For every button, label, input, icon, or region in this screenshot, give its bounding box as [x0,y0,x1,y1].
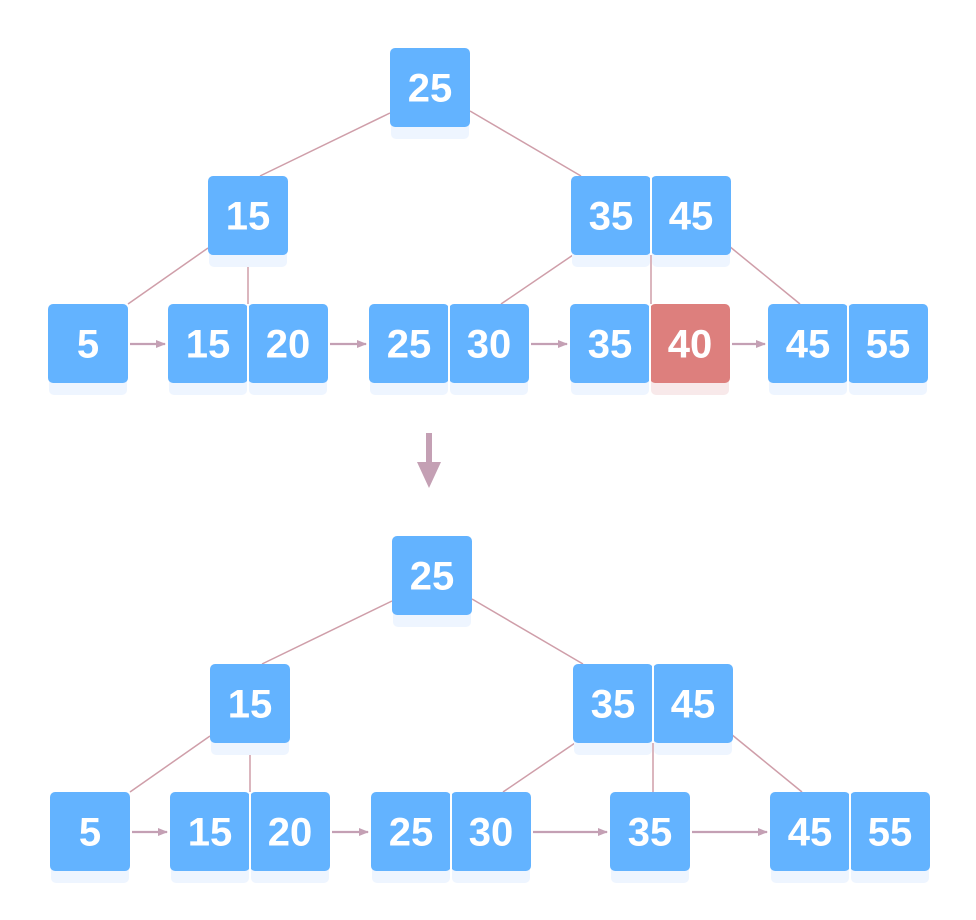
edge-right-leaf3 [500,254,574,305]
diagram-a-root-node: 25 [390,48,470,139]
key-label: 20 [266,323,311,367]
diagram-a-leaf-node-3: 25 30 [369,304,529,395]
key-label: 45 [786,323,831,367]
key-cell [770,792,850,871]
key-label: 25 [387,323,432,367]
key-cell [571,176,651,255]
key-label: 25 [408,67,453,111]
key-label: 5 [77,323,99,367]
key-label: 15 [228,683,273,727]
diagram-a-leaf-node-1: 5 [48,304,128,395]
key-cell [50,792,130,871]
key-cell [369,304,449,383]
key-label: 55 [866,323,911,367]
diagram-a-leaf-node-4: 35 40 [570,304,730,395]
key-cell [48,304,128,383]
key-label: 45 [669,195,714,239]
key-cell-deleted [650,304,730,383]
edge-right-leaf5 [728,245,801,305]
edge-left-leaf1 [129,735,211,793]
key-label: 30 [467,323,512,367]
transition-arrow [417,433,441,488]
key-label: 35 [591,683,636,727]
arrow-down-icon [417,433,441,488]
key-cell [653,664,733,743]
key-label: 15 [226,195,271,239]
diagram-b-internal-left-node: 15 [210,664,290,755]
key-label: 45 [671,683,716,727]
key-cell [248,304,328,383]
edge-right-leaf3 [502,742,576,793]
key-cell [390,48,470,127]
diagram-b-root-node: 25 [392,536,472,627]
key-cell [651,176,731,255]
key-label: 35 [588,323,633,367]
key-label: 20 [268,811,313,855]
key-cell [768,304,848,383]
diagram-b-internal-right-node: 35 45 [573,664,733,755]
key-cell [250,792,330,871]
key-cell [168,304,248,383]
key-cell [573,664,653,743]
key-label: 30 [469,811,514,855]
key-cell [170,792,250,871]
key-cell [371,792,451,871]
key-cell [208,176,288,255]
diagram-a-internal-left-node: 15 [208,176,288,267]
key-label: 55 [868,811,913,855]
edge-root-left [259,112,391,177]
key-cell [848,304,928,383]
diagram-b-leaf-node-5: 45 55 [770,792,930,883]
key-cell [850,792,930,871]
key-label: 45 [788,811,833,855]
leaf-links [130,340,768,836]
key-cell [392,536,472,615]
diagram-b-leaf-node-3: 25 30 [371,792,531,883]
edge-left-leaf1 [127,247,209,305]
key-cell [610,792,690,871]
key-cell [451,792,531,871]
key-label: 15 [186,323,231,367]
edge-root-left [261,600,393,665]
diagram-b-leaf-node-1: 5 [50,792,130,883]
diagram-a-internal-right-node: 35 45 [571,176,731,267]
key-cell [570,304,650,383]
key-cell [210,664,290,743]
diagram-a-leaf-node-5: 45 55 [768,304,928,395]
key-label: 25 [389,811,434,855]
key-label: 15 [188,811,233,855]
key-cell [449,304,529,383]
key-label: 25 [410,555,455,599]
key-label: 35 [589,195,634,239]
edge-root-right [469,110,582,177]
edge-root-right [471,598,584,665]
edge-right-leaf5 [730,733,803,793]
key-label: 5 [79,811,101,855]
key-label: 40 [668,323,713,367]
key-label: 35 [628,811,673,855]
diagram-b-leaf-node-4: 35 [610,792,690,883]
